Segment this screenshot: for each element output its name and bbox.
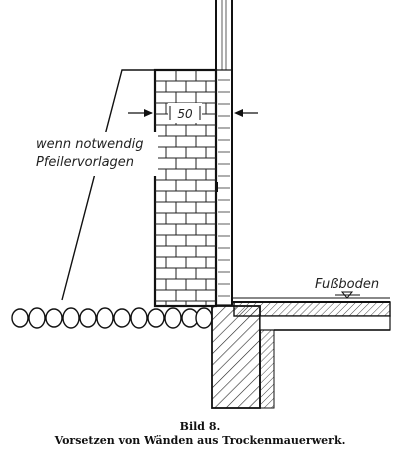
ground-stone xyxy=(113,308,131,328)
ground-stone xyxy=(195,307,213,329)
ground-stone xyxy=(11,308,29,328)
floor-label: Fußboden xyxy=(315,277,379,292)
annotation-line-2: Pfeilervorlagen xyxy=(36,155,134,170)
foundation xyxy=(200,297,391,409)
annotation-line-1: wenn notwendig xyxy=(36,137,144,152)
ground-stone xyxy=(79,308,97,328)
ground-stone xyxy=(164,307,182,329)
ground-stone xyxy=(96,307,114,329)
dry-masonry-wall xyxy=(153,68,218,308)
existing-wall-joints xyxy=(218,79,230,297)
dimension-label: 50 xyxy=(177,107,193,121)
ground-stone xyxy=(62,307,80,329)
ground-stone xyxy=(45,308,63,328)
ground-stone xyxy=(130,307,148,329)
caption-text: Vorsetzen von Wänden aus Trockenmauerwer… xyxy=(54,434,346,447)
dimension-50: 50 xyxy=(128,103,258,123)
ground-stones xyxy=(11,307,213,329)
ground-stone xyxy=(28,307,46,329)
annotation-leader: wenn notwendig Pfeilervorlagen xyxy=(30,69,158,301)
floor-label-group: Fußboden xyxy=(315,277,379,299)
ground-stone xyxy=(147,308,165,328)
caption-title: Bild 8. xyxy=(180,420,221,433)
